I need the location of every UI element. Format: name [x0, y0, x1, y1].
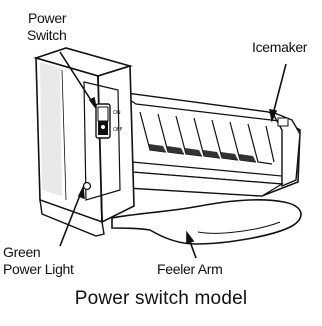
icemaker-label: Icemaker — [252, 39, 308, 55]
control-housing — [33, 47, 135, 237]
green-power-light — [82, 181, 92, 191]
leader-lines — [59, 51, 287, 259]
power-switch-label-line2: Switch — [27, 27, 67, 43]
ice-tray — [117, 91, 301, 197]
switch-on-label: ON — [113, 110, 121, 116]
green-light-label-line1: Green — [3, 244, 41, 260]
switch-off-label: OFF — [113, 127, 123, 133]
feeler-arm — [111, 199, 302, 245]
feeler-arm-label: Feeler Arm — [157, 261, 223, 277]
green-light-label-line2: Power Light — [3, 261, 74, 277]
power-switch[interactable] — [95, 103, 111, 139]
power-switch-label-line1: Power — [28, 10, 67, 26]
figure-caption: Power switch model — [74, 288, 248, 309]
